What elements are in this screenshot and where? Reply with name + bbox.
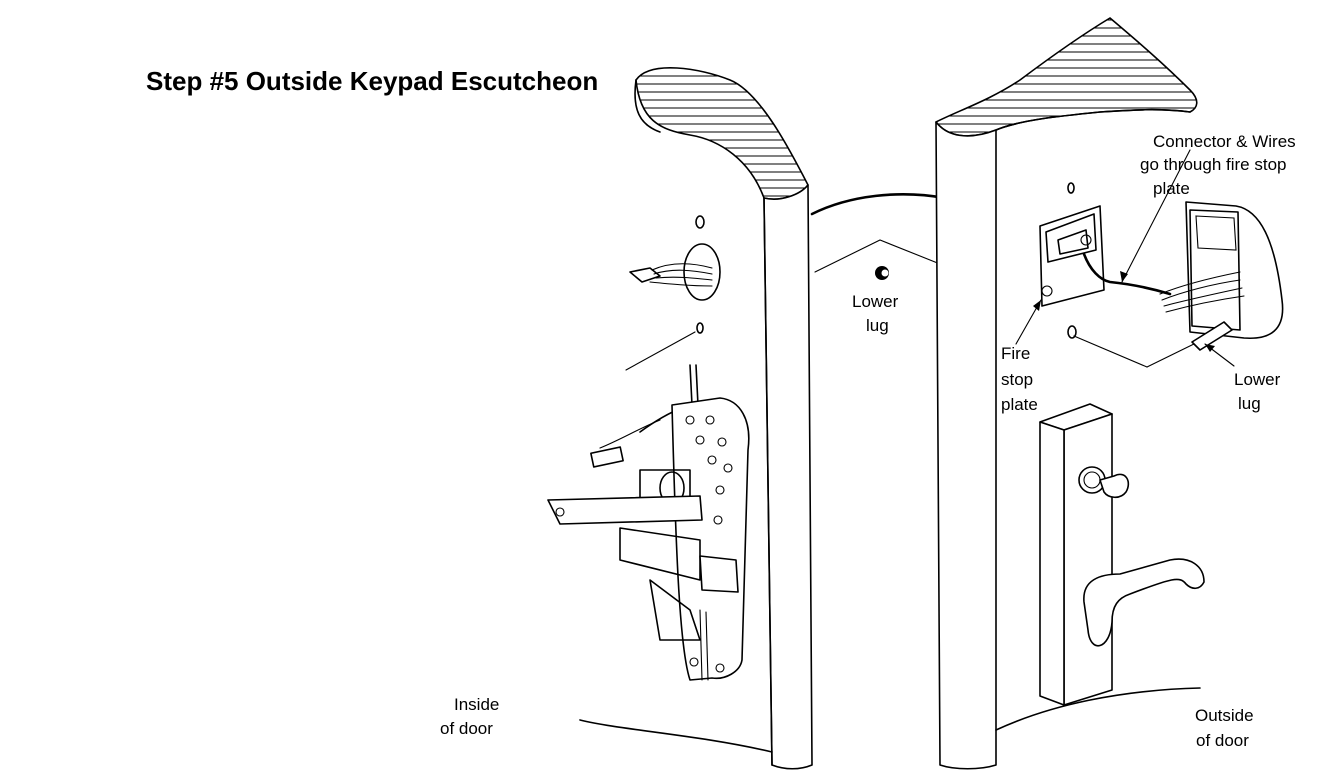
fire-stop-plate-icon <box>1039 205 1105 307</box>
svg-text:go through fire stop: go through fire stop <box>1140 155 1286 174</box>
label-lower-lug-right: Lower lug <box>1234 370 1281 413</box>
lever-handle-icon <box>1083 558 1205 647</box>
svg-text:of door: of door <box>440 719 493 738</box>
svg-text:Outside: Outside <box>1195 706 1254 725</box>
svg-text:stop: stop <box>1001 370 1033 389</box>
label-lower-lug-center: Lower lug <box>852 292 899 335</box>
connector-wire <box>1082 252 1172 296</box>
lug-guide-lines <box>814 239 941 273</box>
svg-text:lug: lug <box>866 316 889 335</box>
svg-text:plate: plate <box>1153 179 1190 198</box>
keypad-escutcheon-icon <box>1039 403 1113 706</box>
svg-text:lug: lug <box>1238 394 1261 413</box>
inside-door <box>579 67 813 770</box>
connector-icon <box>629 263 713 287</box>
cable <box>810 193 947 216</box>
svg-text:Lower: Lower <box>1234 370 1281 389</box>
label-fire-stop-plate: Fire stop plate <box>1001 344 1038 414</box>
leader-lines <box>1015 149 1235 367</box>
svg-text:Fire: Fire <box>1001 344 1030 363</box>
outside-door <box>935 17 1201 770</box>
lock-chassis-icon <box>547 364 750 681</box>
svg-text:Connector & Wires: Connector & Wires <box>1153 132 1296 151</box>
svg-text:of door: of door <box>1196 731 1249 750</box>
key-cylinder-icon <box>1078 466 1130 499</box>
svg-text:Lower: Lower <box>852 292 899 311</box>
lower-lug-icon <box>875 266 889 280</box>
label-outside-door: Outside of door <box>1195 706 1254 750</box>
label-inside-door: Inside of door <box>440 695 499 738</box>
step-title: Step #5 Outside Keypad Escutcheon <box>146 66 598 96</box>
svg-text:Inside: Inside <box>454 695 499 714</box>
keypad-backbox-icon <box>1159 201 1284 351</box>
label-connector-wires: Connector & Wires go through fire stop p… <box>1140 132 1296 198</box>
svg-text:plate: plate <box>1001 395 1038 414</box>
